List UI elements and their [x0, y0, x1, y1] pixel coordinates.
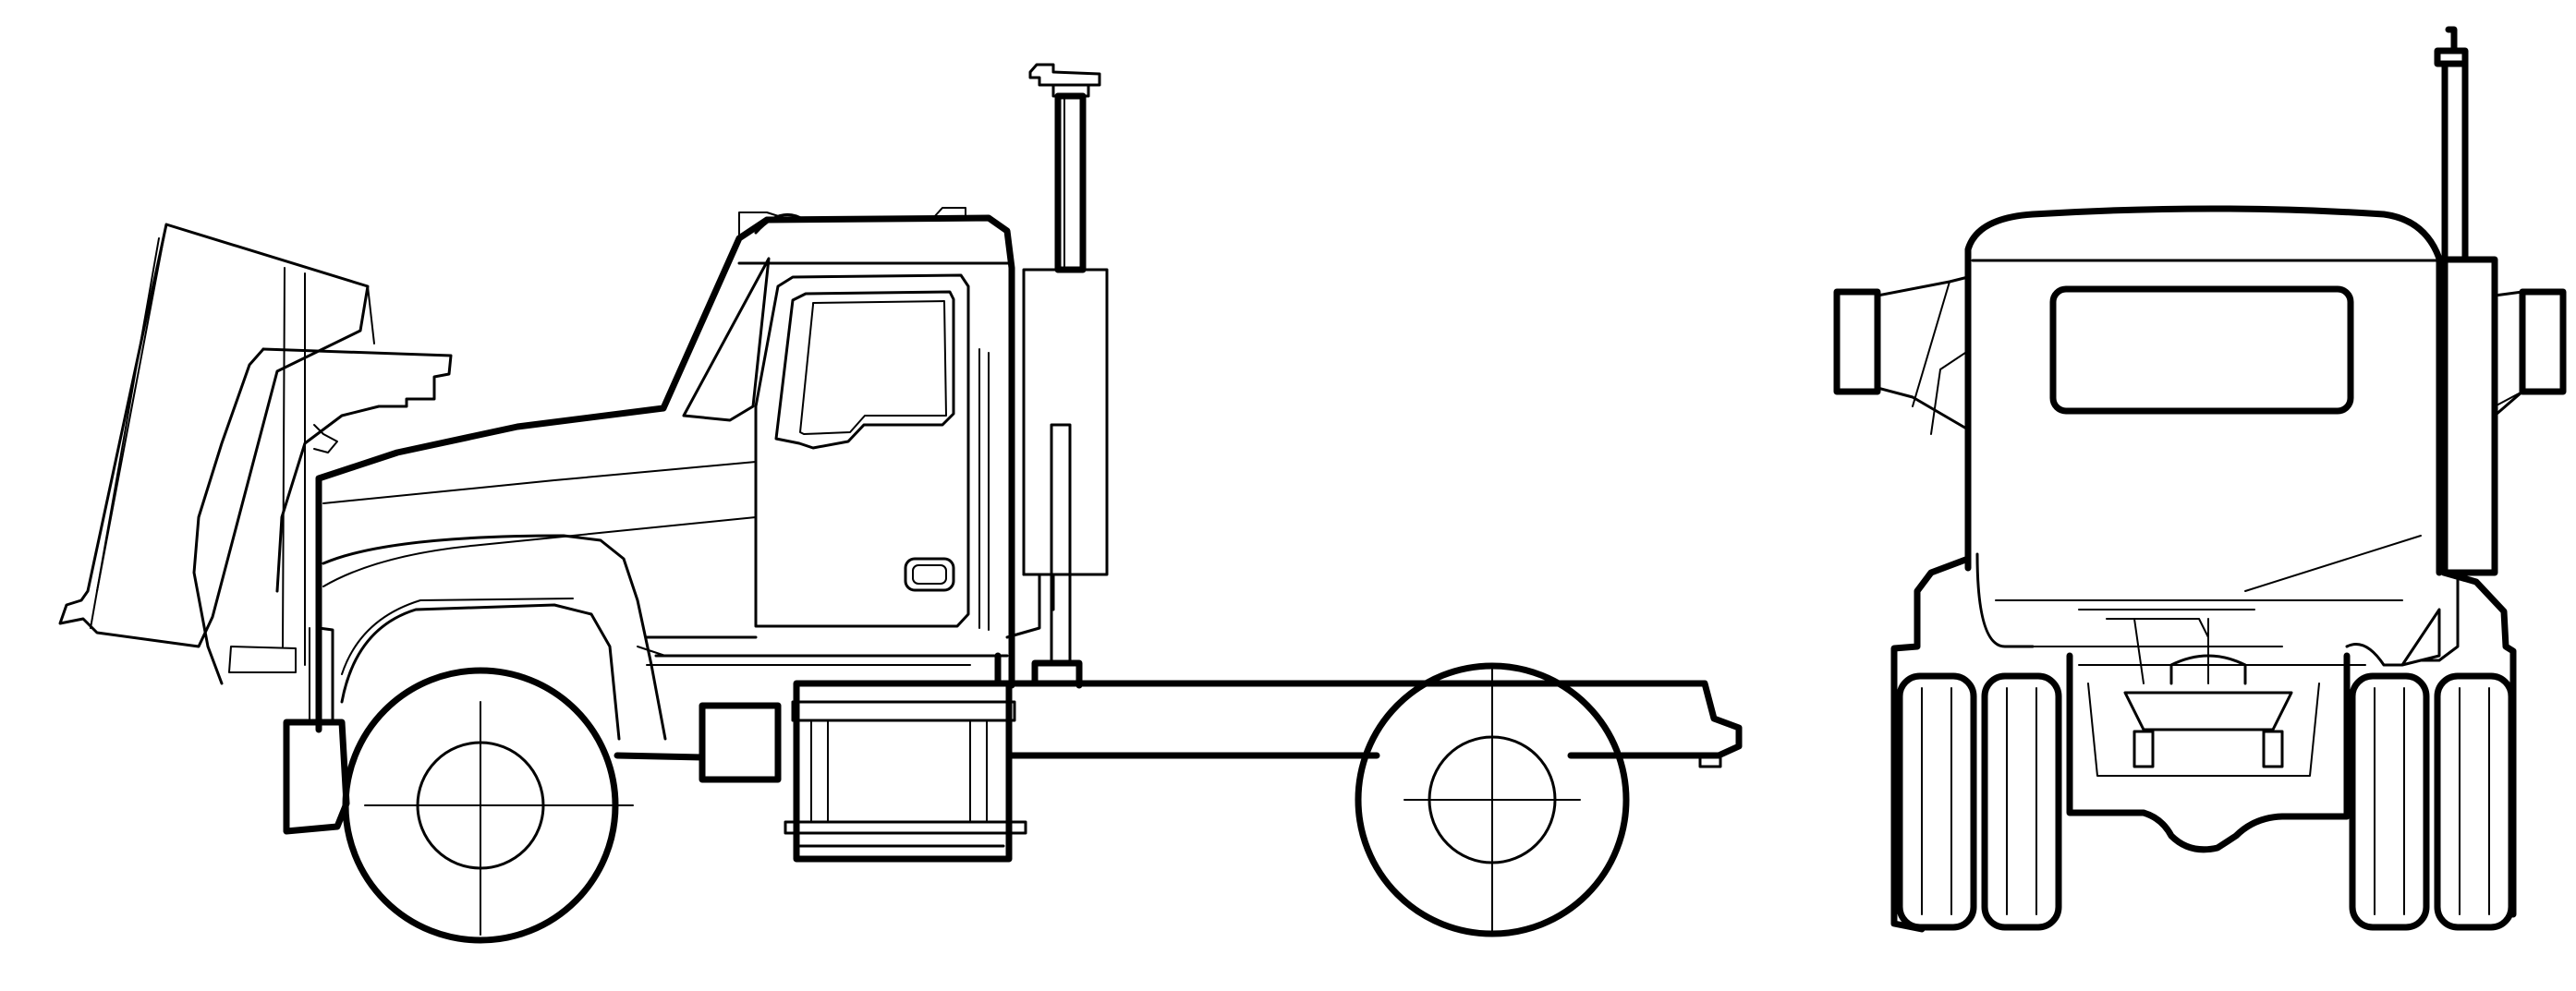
door-handle — [904, 557, 955, 592]
truck-side-view — [58, 63, 1743, 944]
rear-axle — [2123, 691, 2293, 731]
door-window — [774, 290, 955, 450]
front-fender — [315, 405, 1009, 741]
open-hood — [58, 223, 453, 685]
fuel-tank — [784, 680, 1027, 863]
bumper — [283, 626, 350, 835]
truck-rear-view — [1833, 26, 2567, 933]
exhaust-stack — [1005, 63, 1109, 667]
air-cleaner — [1022, 268, 1109, 576]
cab-back — [1964, 205, 2443, 648]
rear-wheel — [1355, 662, 1630, 937]
left-dual-tires — [1896, 672, 2062, 931]
front-wheel — [342, 667, 634, 944]
right-mirror — [2493, 288, 2567, 417]
frame-rail — [614, 634, 1743, 780]
back-window — [2049, 285, 2354, 415]
left-mirror — [1833, 275, 1970, 435]
right-dual-tires — [2349, 672, 2515, 931]
cab — [660, 207, 1015, 641]
exhaust-stack — [2419, 26, 2498, 662]
cab-door — [754, 273, 990, 631]
battery-box — [699, 702, 782, 783]
